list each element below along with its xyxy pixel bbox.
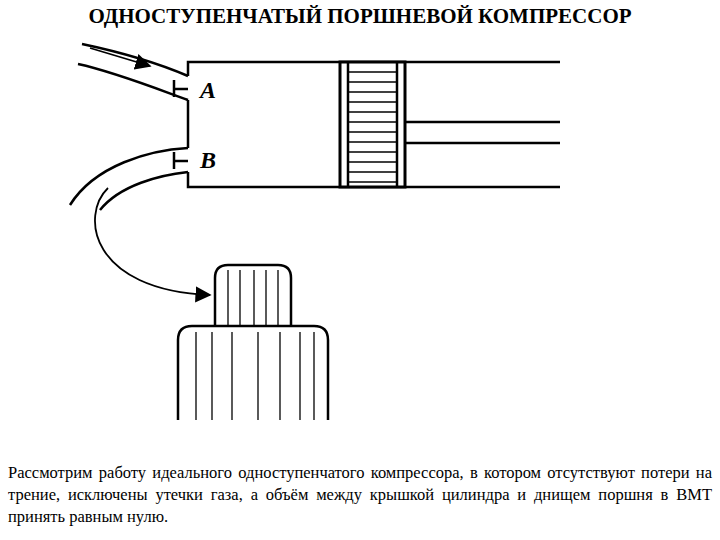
flow-arrow bbox=[90, 48, 150, 66]
tank-rib bbox=[253, 270, 254, 326]
piston-stripe bbox=[348, 111, 397, 112]
outlet-pipe bbox=[100, 172, 188, 210]
receiver-tank bbox=[178, 326, 328, 420]
inlet-pipe bbox=[78, 64, 188, 100]
piston-stripe bbox=[348, 181, 397, 182]
piston-stripe bbox=[348, 121, 397, 122]
piston-stripe bbox=[348, 141, 397, 142]
tank-rib bbox=[227, 270, 228, 326]
piston-stripe bbox=[348, 81, 397, 82]
piston-stripe bbox=[348, 101, 397, 102]
piston-stripe bbox=[348, 161, 397, 162]
tank-rib bbox=[195, 332, 196, 420]
caption: Рассмотрим работу идеального одноступенч… bbox=[8, 462, 712, 528]
valve-label: B bbox=[200, 148, 216, 172]
piston-rod bbox=[405, 122, 560, 143]
receiver-neck bbox=[215, 265, 291, 326]
valve-label: A bbox=[200, 78, 216, 102]
piston-stripe bbox=[348, 71, 397, 72]
tank-rib bbox=[265, 270, 266, 326]
piston-stripe bbox=[348, 131, 397, 132]
piston-stripe bbox=[348, 91, 397, 92]
title: ОДНОСТУПЕНЧАТЫЙ ПОРШНЕВОЙ КОМПРЕССОР bbox=[0, 4, 720, 29]
valve-a bbox=[174, 80, 188, 97]
piston-stripe bbox=[348, 151, 397, 152]
tank-rib bbox=[231, 332, 232, 420]
piston-ring bbox=[348, 62, 397, 187]
tank-rib bbox=[279, 332, 280, 420]
flow-arrow bbox=[95, 188, 210, 295]
outlet-pipe bbox=[70, 148, 188, 205]
tank-rib bbox=[239, 270, 240, 326]
tank-rib bbox=[299, 332, 300, 420]
tank-rib bbox=[313, 332, 314, 420]
tank-rib bbox=[211, 332, 212, 420]
inlet-pipe bbox=[82, 44, 188, 76]
piston-stripe bbox=[348, 171, 397, 172]
tank-rib bbox=[257, 332, 258, 420]
cylinder-head bbox=[187, 100, 190, 148]
tank-rib bbox=[277, 270, 278, 326]
piston bbox=[340, 62, 405, 187]
valve-b bbox=[174, 152, 188, 169]
